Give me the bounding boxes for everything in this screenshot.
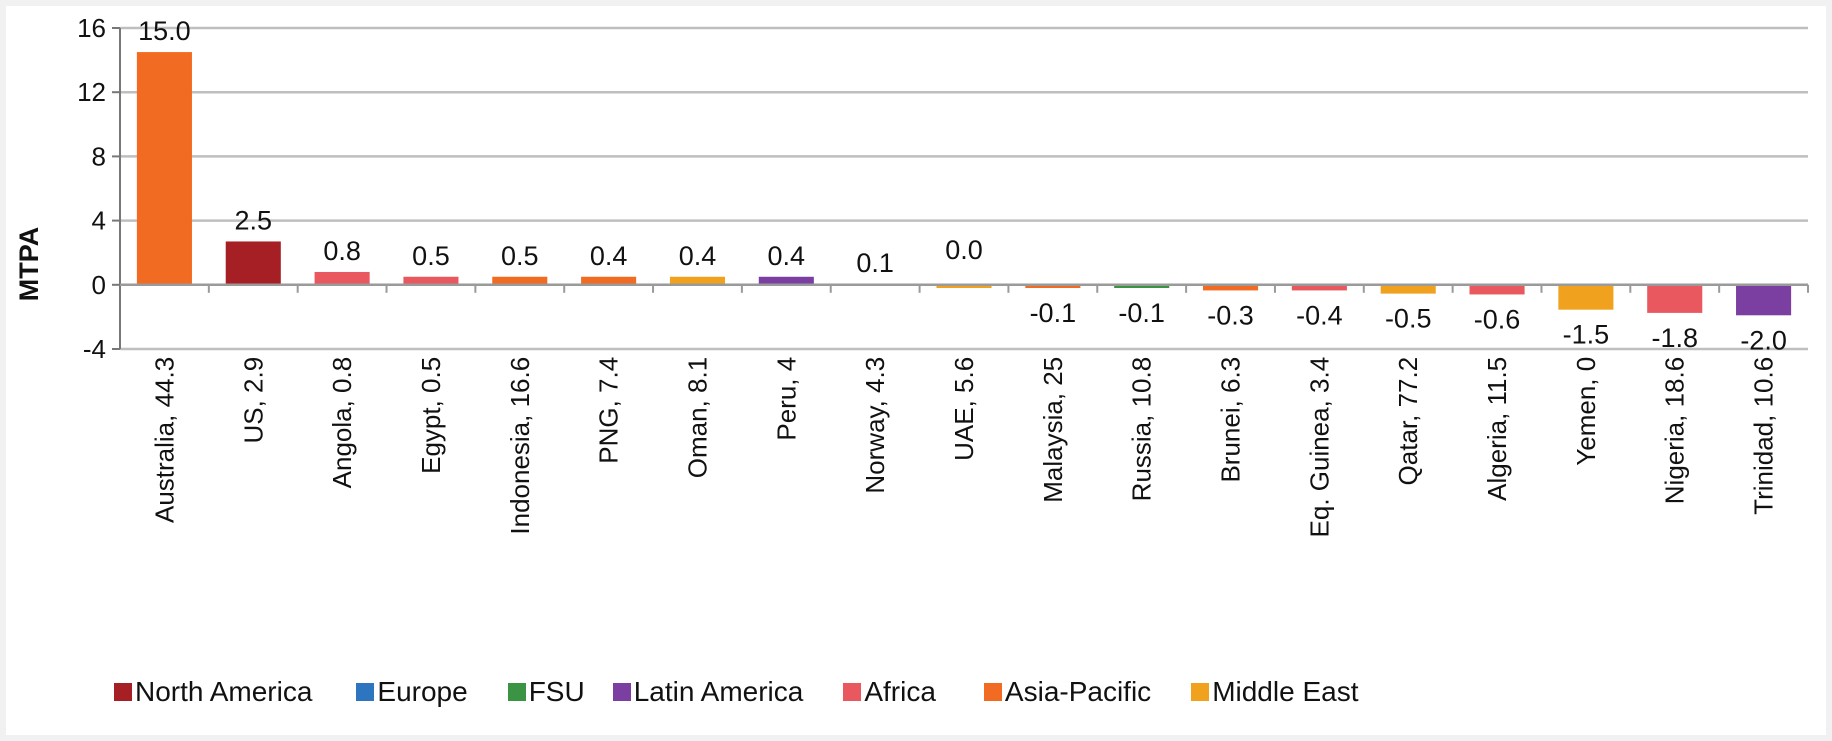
x-tick-label: Australia, 44.3 [149,357,179,523]
bar [492,276,548,285]
x-tick-label: US, 2.9 [238,357,268,444]
x-tick-label: Yemen, 0 [1571,357,1601,466]
data-label: 0.4 [679,241,717,271]
data-label: -1.8 [1651,323,1698,353]
bar [1380,284,1436,294]
data-label: -0.4 [1296,300,1343,330]
legend: North America Europe FSU Latin America Afric… [114,672,1358,712]
legend-swatch [1191,683,1210,701]
x-tick-label: UAE, 5.6 [949,357,979,461]
x-tick-label: Egypt, 0.5 [416,357,446,474]
bars [136,52,1792,316]
x-tick-label: Trinidad, 10.6 [1749,357,1779,515]
bar [1558,284,1614,310]
data-label: 0.1 [856,248,894,278]
bar [1647,284,1703,313]
y-tick-label: 8 [92,141,106,171]
x-tick-label: Qatar, 77.2 [1393,357,1423,486]
legend-label: FSU [528,676,585,707]
legend-label: Asia-Pacific [1004,676,1152,707]
y-tick-label: 12 [77,77,106,107]
legend-label: Europe [377,676,468,707]
y-tick-label: 16 [77,13,106,43]
data-label: 0.4 [590,241,628,271]
legend-item: FSU [507,676,585,708]
x-tick-label: PNG, 7.4 [594,357,624,464]
data-label: -0.1 [1118,298,1165,328]
data-label: -0.3 [1207,300,1254,330]
data-label: -1.5 [1563,320,1610,350]
x-tick-label: Malaysia, 25 [1038,357,1068,503]
legend-item: Asia-Pacific [983,676,1152,708]
bar [1202,284,1259,291]
bar [403,276,459,285]
bar [581,276,637,285]
x-tick-label: Nigeria, 18.6 [1660,357,1690,504]
x-tick-label: Norway, 4.3 [860,357,890,494]
data-label: -0.1 [1030,298,1077,328]
data-label: 0.5 [412,241,450,271]
data-label: -0.5 [1385,304,1432,334]
x-tick-label: Angola, 0.8 [327,357,357,489]
legend-label: North America [135,676,313,707]
bar [136,52,192,285]
data-label: 15.0 [138,16,191,46]
legend-swatch [843,683,862,701]
bar [314,271,370,285]
y-tick-label: 0 [92,270,106,300]
bar [1025,284,1081,289]
legend-label: Africa [864,676,936,707]
legend-swatch [507,683,526,701]
y-axis-label: MTPA [14,227,44,302]
x-tick-label: Peru, 4 [771,357,801,441]
legend-swatch [356,683,375,701]
legend-swatch [114,683,132,701]
data-label: -2.0 [1740,325,1787,355]
legend-swatch [983,683,1002,701]
x-tick-label: Eq. Guinea, 3.4 [1304,357,1334,538]
legend-item: Africa [843,676,936,708]
bar [1291,284,1347,291]
y-tick-label: -4 [83,334,106,364]
data-label: -0.6 [1474,304,1521,334]
legend-label: Middle East [1212,676,1359,707]
x-tick-label: Russia, 10.8 [1127,357,1157,502]
legend-item: Europe [356,676,468,708]
legend-item: Latin America [612,676,804,708]
x-tick-label: Indonesia, 16.6 [505,357,535,535]
data-label: 0.8 [323,236,361,266]
data-labels: 15.0 2.5 0.8 0.5 0.5 0.4 0.4 0.4 0.1 0.0 -0.1 -0.1 -… [138,16,1787,355]
x-tick-label: Oman, 8.1 [682,357,712,478]
legend-swatch [612,683,631,701]
gridlines [120,26,1808,351]
bar [1469,284,1525,295]
bar [1114,284,1170,289]
bar [225,241,281,285]
data-label: 2.5 [234,205,272,235]
bar [1736,284,1792,316]
bar [936,284,992,289]
data-label: 0.0 [945,235,983,265]
data-label: 0.5 [501,241,539,271]
bar [758,276,814,285]
data-label: 0.4 [768,241,806,271]
bar [669,276,726,285]
legend-item: North America [114,676,312,708]
legend-item: Middle East [1191,676,1358,708]
y-tick-label: 4 [92,206,106,236]
x-tick-label: Brunei, 6.3 [1216,357,1246,483]
legend-label: Latin America [633,676,804,707]
x-tick-label: Algeria, 11.5 [1482,357,1512,501]
